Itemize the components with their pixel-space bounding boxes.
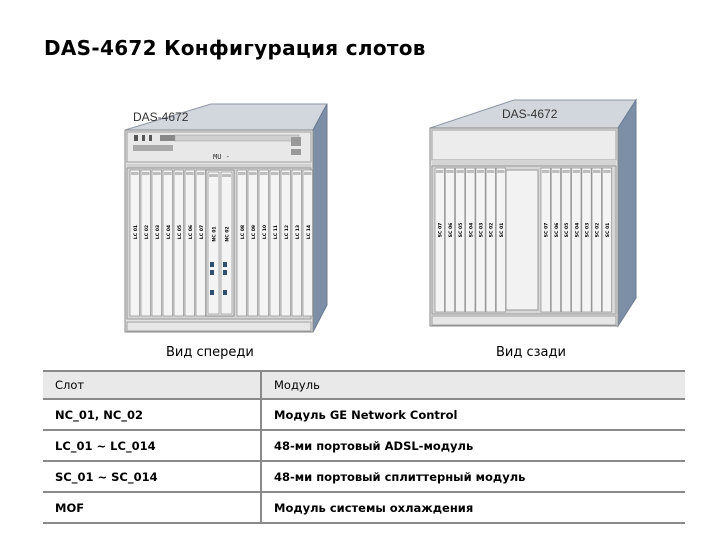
front-slot-card: LC 12 [280, 169, 291, 317]
module-cell: 48-ми портовый ADSL-модуль [260, 430, 685, 462]
slot-label: LC 11 [273, 225, 279, 239]
slot-label: LC 06 [188, 225, 194, 239]
rear-slot-card: SC 03 [581, 167, 592, 313]
front-slot-card: LC 06 [184, 169, 195, 317]
slot-label: SC 01 [499, 223, 505, 238]
slot-label: LC 01 [133, 225, 139, 239]
slot-label: LC 09 [251, 225, 257, 239]
slot-configuration-table: Слот Модуль NC_01, NC_02 Модуль GE Netwo… [43, 370, 685, 524]
front-slot-card: LC 10 [258, 169, 269, 317]
rear-slot-card: SC 04 [465, 167, 476, 313]
header-slot: Слот [43, 370, 261, 400]
rear-slot-card: SC 01 [601, 167, 612, 313]
slot-label: NC 01 [212, 226, 218, 241]
front-view-caption: Вид спереди [166, 345, 254, 360]
table-row: LC_01 ~ LC_014 48-ми портовый ADSL-модул… [43, 430, 685, 462]
slot-label: SC 04 [468, 223, 474, 238]
rear-view-caption: Вид сзади [496, 345, 566, 360]
front-slot-card: LC 07 [195, 169, 206, 317]
front-slot-card: LC 13 [291, 169, 302, 317]
front-model-label: DAS-4672 [133, 110, 189, 124]
slot-label: SC 05 [564, 223, 570, 238]
front-slot-card: LC 03 [151, 169, 162, 317]
rear-slot-card: SC 07 [540, 167, 551, 313]
slot-label: LC 03 [155, 225, 161, 239]
mu-label: MU - [213, 153, 230, 161]
rear-slot-card: SC 06 [444, 167, 455, 313]
front-slot-card: LC 05 [173, 169, 184, 317]
rear-slot-card: SC 03 [475, 167, 486, 313]
slot-label: SC 04 [574, 223, 580, 238]
rear-slot-card: SC 05 [455, 167, 466, 313]
module-cell: Модуль GE Network Control [260, 399, 685, 431]
rear-slot-card: SC 04 [571, 167, 582, 313]
front-chassis-illustration: LC 01 LC 02 LC 03 LC 04 LC 05 LC 06 LC 07 NC 01… [124, 103, 328, 333]
table-row: SC_01 ~ SC_014 48-ми портовый сплиттерны… [43, 461, 685, 493]
slot-label: SC 03 [585, 223, 591, 238]
slot-label: LC 05 [177, 225, 183, 239]
slot-label: LC 04 [166, 225, 172, 239]
front-slot-card: LC 04 [162, 169, 173, 317]
slot-label: SC 03 [479, 223, 485, 238]
table-header-row: Слот Модуль [43, 370, 685, 400]
slot-label: LC 08 [240, 225, 246, 239]
slot-label: LC 10 [262, 225, 268, 239]
table-row: NC_01, NC_02 Модуль GE Network Control [43, 399, 685, 431]
slot-label: LC 13 [295, 225, 301, 239]
slot-label: SC 07 [438, 223, 444, 238]
page-title: DAS-4672 Конфигурация слотов [44, 36, 426, 60]
front-slot-card: LC 11 [269, 169, 280, 317]
front-nc-card: NC 02 [220, 171, 233, 315]
slot-label: SC 06 [448, 223, 454, 238]
rear-slot-card: SC 02 [591, 167, 602, 313]
rear-slot-card: SC 05 [561, 167, 572, 313]
front-nc-card: NC 01 [207, 171, 220, 315]
slot-label: LC 07 [199, 225, 205, 239]
slot-label: LC 12 [284, 225, 290, 239]
rear-slot-card: SC 02 [485, 167, 496, 313]
slot-label: SC 02 [595, 223, 601, 238]
table-row: MOF Модуль системы охлаждения [43, 492, 685, 524]
slot-cell: LC_01 ~ LC_014 [43, 430, 261, 462]
front-slot-card: LC 08 [236, 169, 247, 317]
front-slot-card: LC 09 [247, 169, 258, 317]
slot-label: SC 07 [544, 223, 550, 238]
front-slot-card: LC 02 [140, 169, 151, 317]
rear-slot-card: SC 01 [495, 167, 506, 313]
front-slot-card: LC 01 [129, 169, 140, 317]
header-module: Модуль [260, 370, 685, 400]
front-slot-card: LC 14 [302, 169, 313, 317]
slot-label: SC 01 [605, 223, 611, 238]
slot-label: LC 02 [144, 225, 150, 239]
rear-chassis-illustration: SC 07 SC 06 SC 05 SC 04 SC 03 SC 02 SC 01 SC 07… [429, 98, 637, 328]
rear-slot-card: SC 06 [550, 167, 561, 313]
rear-model-label: DAS-4672 [502, 107, 558, 121]
slot-cell: NC_01, NC_02 [43, 399, 261, 431]
rear-slot-card: SC 07 [434, 167, 445, 313]
slot-cell: MOF [43, 492, 261, 524]
module-cell: 48-ми портовый сплиттерный модуль [260, 461, 685, 493]
slot-cell: SC_01 ~ SC_014 [43, 461, 261, 493]
slot-label: LC 14 [306, 225, 312, 239]
module-cell: Модуль системы охлаждения [260, 492, 685, 524]
slot-label: SC 05 [458, 223, 464, 238]
slot-label: SC 06 [554, 223, 560, 238]
slot-label: SC 02 [489, 223, 495, 238]
slot-label: NC 02 [225, 226, 231, 241]
